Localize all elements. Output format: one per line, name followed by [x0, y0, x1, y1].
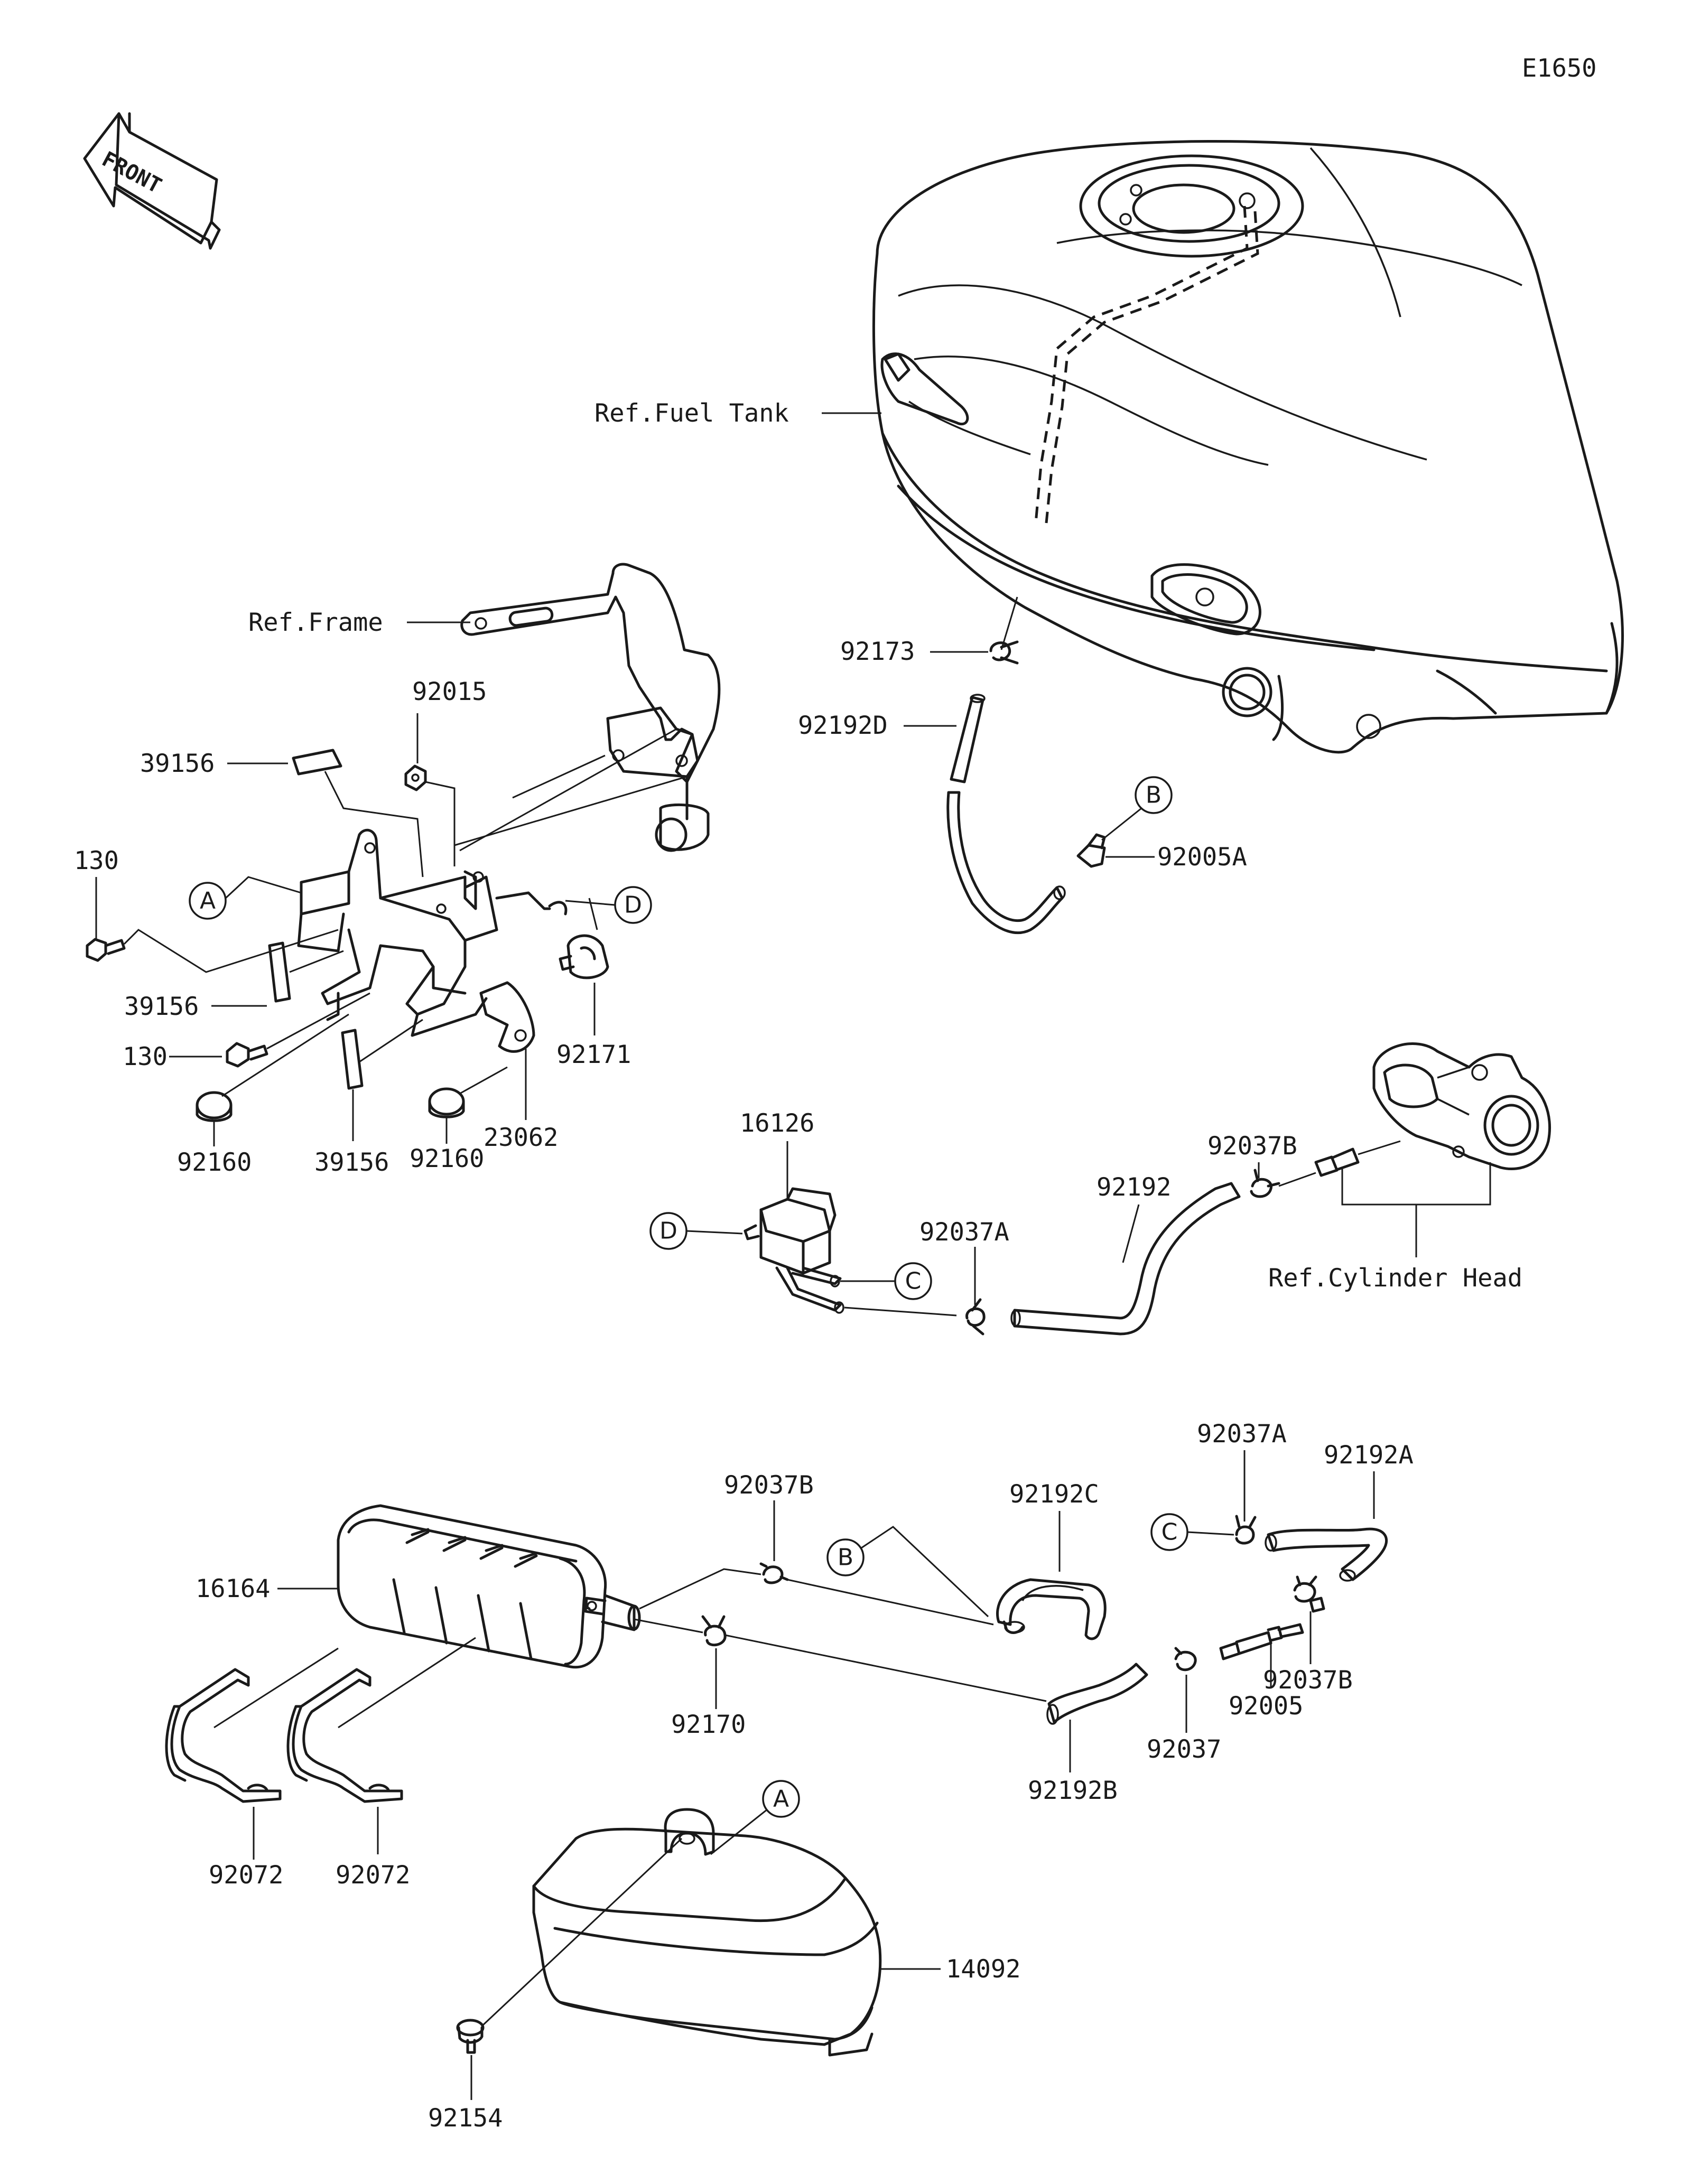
clip-92037B-right — [1293, 1575, 1325, 1613]
clip-92037B-canister — [759, 1562, 789, 1584]
part-label-92171: 92171 — [556, 1040, 631, 1069]
mounting-bracket — [297, 828, 568, 1037]
callout-a-bracket — [189, 882, 227, 920]
callout-a-cover-label: A — [773, 1786, 789, 1813]
nipple-fitting — [1314, 1147, 1360, 1177]
clip-92037A-mid — [965, 1298, 986, 1336]
pad-39156-bottom — [341, 1029, 364, 1090]
callout-c-right-label: C — [1162, 1519, 1178, 1546]
callout-a-cover — [762, 1780, 800, 1818]
part-label-16126: 16126 — [740, 1109, 814, 1138]
part-label-130-top: 130 — [74, 846, 119, 875]
part-label-92005A: 92005A — [1157, 843, 1247, 872]
hose-92192B — [1046, 1663, 1148, 1725]
callout-a-bracket-label: A — [200, 888, 216, 914]
clip-92170 — [701, 1615, 727, 1647]
clip-92037B-head — [1250, 1169, 1280, 1198]
hose-92192D — [946, 694, 1066, 935]
callout-b-canister — [826, 1538, 865, 1576]
diagram-code: E1650 — [1522, 54, 1596, 83]
cover-14092 — [532, 1808, 882, 2057]
part-label-130-bottom: 130 — [123, 1042, 168, 1071]
solenoid-valve-16126 — [744, 1187, 844, 1314]
part-label-92192B: 92192B — [1028, 1776, 1118, 1805]
part-label-92173: 92173 — [840, 637, 915, 666]
part-label-92192D: 92192D — [798, 711, 888, 740]
part-label-92037: 92037 — [1147, 1735, 1221, 1764]
part-label-39156-top: 39156 — [140, 749, 215, 778]
bolt-130-bottom — [226, 1042, 268, 1068]
part-label-92170: 92170 — [671, 1710, 746, 1739]
callout-c-valve-label: C — [905, 1268, 922, 1295]
washer-92160-left — [196, 1091, 233, 1122]
fitting-92005 — [1219, 1623, 1304, 1660]
part-label-23062: 23062 — [484, 1123, 558, 1152]
part-label-92037A-right: 92037A — [1197, 1420, 1287, 1449]
part-label-92192: 92192 — [1097, 1173, 1171, 1202]
ref-fuel-tank-label: Ref.Fuel Tank — [594, 399, 789, 428]
callout-b-top-label: B — [1146, 782, 1162, 809]
band-92072-left — [165, 1668, 282, 1803]
fitting-92005A — [1076, 833, 1106, 868]
clamp-92171 — [559, 934, 609, 979]
part-label-92192C: 92192C — [1009, 1480, 1099, 1509]
pad-39156-top — [292, 749, 342, 776]
frame-bracket — [460, 563, 721, 852]
hose-92192A — [1265, 1527, 1388, 1582]
part-label-39156-mid: 39156 — [124, 992, 199, 1021]
pad-39156-mid — [268, 941, 291, 1003]
cylinder-head — [1372, 1042, 1551, 1171]
part-label-92015: 92015 — [412, 677, 487, 706]
nut-92015 — [404, 764, 427, 791]
screw-92154 — [456, 2019, 485, 2054]
part-label-92160-left: 92160 — [177, 1148, 252, 1177]
ref-frame-label: Ref.Frame — [248, 608, 383, 637]
part-label-92037B-right: 92037B — [1263, 1666, 1353, 1695]
canister-16164 — [337, 1504, 641, 1669]
part-label-92072-left: 92072 — [209, 1861, 283, 1890]
hose-92192 — [1010, 1182, 1241, 1336]
part-label-14092: 14092 — [946, 1955, 1020, 1984]
fuel-tank — [872, 140, 1624, 754]
part-label-92072-right: 92072 — [336, 1861, 410, 1890]
callout-d-bracket-label: D — [624, 892, 642, 919]
part-label-92192A: 92192A — [1324, 1441, 1414, 1470]
part-label-16164: 16164 — [196, 1574, 270, 1603]
part-label-92037A-mid: 92037A — [919, 1218, 1009, 1247]
washer-92160-right — [428, 1087, 465, 1118]
ref-cylinder-head-label: Ref.Cylinder Head — [1268, 1264, 1522, 1293]
part-label-39156-bottom: 39156 — [314, 1148, 389, 1177]
callout-d-valve-label: D — [659, 1218, 677, 1245]
part-label-92005: 92005 — [1229, 1692, 1303, 1721]
part-label-92160-right: 92160 — [410, 1144, 484, 1173]
band-92072-right — [286, 1668, 403, 1803]
hose-92192C — [996, 1578, 1107, 1640]
bolt-130-top — [86, 938, 126, 962]
plate-23062 — [479, 981, 535, 1053]
front-label: FRONT — [98, 147, 165, 198]
part-label-92037B-canister: 92037B — [724, 1471, 814, 1500]
callout-b-canister-label: B — [838, 1544, 853, 1571]
front-arrow-icon: FRONT — [83, 112, 221, 250]
part-label-92154: 92154 — [428, 2104, 503, 2133]
part-label-92037B-head: 92037B — [1207, 1132, 1297, 1161]
callout-b-top — [1135, 776, 1173, 814]
clip-92173 — [989, 640, 1019, 665]
clip-92037A-right — [1235, 1515, 1257, 1545]
clip-92037 — [1174, 1647, 1197, 1672]
